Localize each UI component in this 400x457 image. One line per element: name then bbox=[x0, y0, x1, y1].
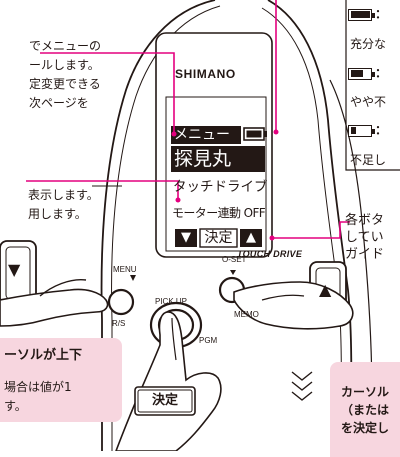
legend-colon: ： bbox=[375, 7, 388, 21]
info-line: カーソル bbox=[341, 385, 390, 399]
left-key-arrow-icon[interactable]: ▼ bbox=[8, 260, 21, 279]
hand-right bbox=[233, 281, 354, 330]
left-middle-line: 表示します。 bbox=[28, 188, 99, 202]
left-callout-line: 定変更できる bbox=[29, 77, 101, 91]
callout-line-menu bbox=[40, 52, 175, 134]
right-guide-line: ガイド bbox=[345, 247, 385, 262]
brand-logo: SHIMANO bbox=[175, 67, 236, 81]
lcd-enter-btn bbox=[199, 228, 238, 248]
legend-box bbox=[345, 0, 400, 171]
left-callout-line: でメニューの bbox=[29, 39, 102, 53]
right-guide-text: 各ボタ してい ガイド bbox=[345, 212, 384, 263]
oset-caption: O-SET bbox=[222, 255, 247, 264]
memo-caption: MEMO bbox=[234, 310, 259, 319]
legend-colon: ： bbox=[375, 66, 388, 80]
rs-caption: R/S bbox=[112, 319, 126, 328]
left-middle-text: 表示します。 用します。 bbox=[28, 186, 99, 224]
model-logo: TOUCH DRIVE bbox=[237, 249, 303, 259]
legend-low-label: 不足し bbox=[350, 153, 387, 167]
left-callout-line: ールします。 bbox=[29, 58, 100, 72]
left-callout-line: 次ページを bbox=[29, 96, 89, 110]
lcd-item-selected[interactable]: 探見丸 bbox=[174, 148, 232, 170]
right-guide-line: してい bbox=[345, 230, 384, 245]
callout-line-items bbox=[26, 180, 179, 200]
lcd-down-label[interactable]: ▼ bbox=[181, 230, 191, 245]
info-line: す。 bbox=[4, 399, 27, 413]
legend-row-low: ： bbox=[348, 121, 387, 140]
info-line: を決定し bbox=[341, 421, 390, 435]
legend-medium-label: やや不 bbox=[350, 95, 387, 109]
pgm-caption: PGM bbox=[199, 336, 218, 345]
bottom-left-info-text: ーソルが上下 場合は値が1 す。 bbox=[4, 344, 82, 416]
menu-button bbox=[107, 288, 135, 316]
callout-line-buttons bbox=[272, 221, 350, 239]
legend-full-label: 充分な bbox=[350, 37, 387, 51]
hand-left bbox=[0, 288, 109, 327]
right-guide-line: 各ボタ bbox=[345, 213, 385, 228]
lcd-up-label[interactable]: ▲ bbox=[246, 230, 256, 245]
right-key-arrow-icon[interactable]: ▲ bbox=[319, 280, 332, 299]
device-body-outline bbox=[100, 0, 216, 451]
legend-colon: ： bbox=[375, 123, 388, 137]
device-body-right-inner bbox=[261, 7, 342, 451]
lcd-up-btn bbox=[240, 229, 262, 247]
lcd-enter-label[interactable]: 決定 bbox=[204, 230, 233, 246]
info-line: 場合は値が1 bbox=[4, 380, 72, 394]
left-callout-text: でメニューの ールします。 定変更できる 次ページを bbox=[29, 37, 101, 113]
legend-row-full: ： bbox=[348, 5, 387, 24]
pickup-caption: PICK UP bbox=[155, 297, 188, 306]
bottom-left-info-box bbox=[0, 338, 122, 422]
info-line: ーソルが上下 bbox=[4, 348, 83, 363]
lcd-down-btn bbox=[175, 229, 197, 247]
legend-row-medium: ： bbox=[348, 64, 387, 83]
info-line: （または bbox=[341, 403, 390, 417]
battery-medium-icon bbox=[348, 67, 375, 80]
lcd-screen bbox=[165, 96, 267, 252]
hand-bottom bbox=[115, 311, 222, 451]
device-right-edge bbox=[329, 79, 373, 401]
device-body-outline-inner bbox=[111, 5, 221, 451]
menu-caption: MENU bbox=[113, 265, 137, 274]
lcd-menu-title: メニュー bbox=[174, 127, 230, 143]
device-body-right bbox=[267, 0, 353, 451]
left-middle-line: 用します。 bbox=[28, 207, 87, 221]
battery-full-icon bbox=[348, 8, 375, 21]
bottom-right-info-box bbox=[330, 362, 400, 457]
bottom-right-info-text: カーソル （または を決定し bbox=[341, 383, 389, 437]
battery-low-icon bbox=[348, 124, 375, 137]
enter-key-label[interactable]: 決定 bbox=[151, 393, 178, 408]
lcd-item-motor-link[interactable]: モーター連動 OFF bbox=[172, 206, 266, 220]
lcd-item-touchdrive[interactable]: タッチドライブ bbox=[173, 179, 268, 195]
